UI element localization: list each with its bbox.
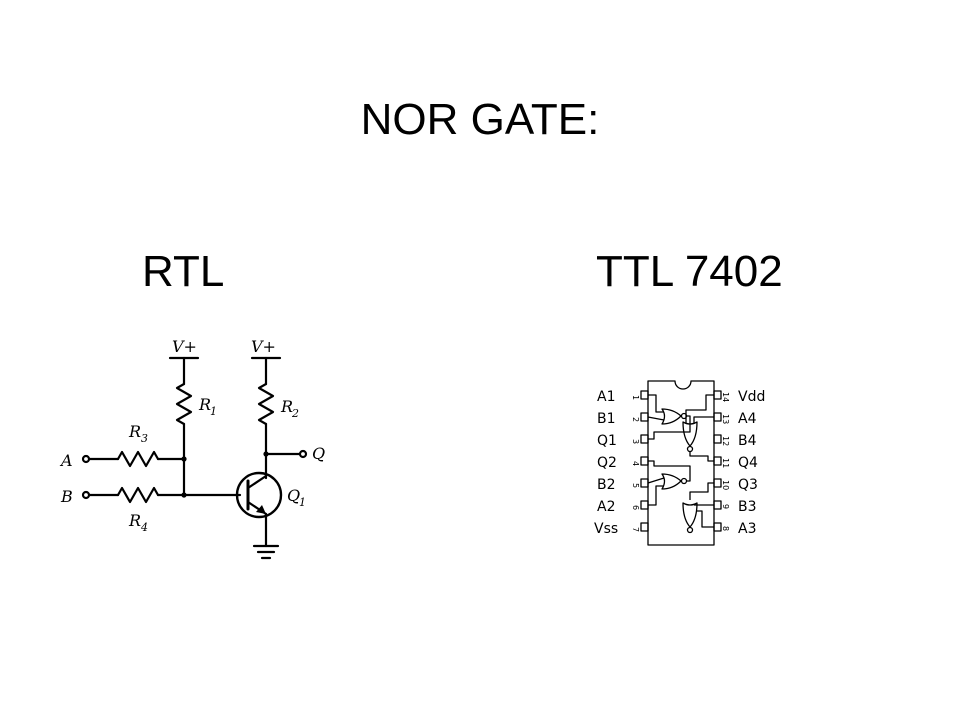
r1-resistor — [175, 382, 193, 426]
r2-label: R — [280, 397, 293, 416]
pin-number-3: 3 — [631, 439, 640, 444]
r3-label: R — [128, 422, 141, 441]
pin-label-q3: Q3 — [738, 477, 758, 493]
pin-number-5: 5 — [631, 483, 640, 488]
nor-gate-1 — [661, 408, 682, 425]
r2-subscript: 2 — [291, 407, 299, 420]
pin-label-a1: A1 — [597, 389, 615, 405]
output-q-terminal — [298, 449, 308, 459]
pin-number-14: 14 — [721, 392, 730, 402]
pin-label-b1: B1 — [597, 411, 616, 427]
r4-label: R — [128, 511, 141, 530]
ttl-7402-pinout: A1 B1 Q1 Q2 B2 A2 Vss Vdd A4 B4 Q4 Q3 B3… — [594, 380, 765, 546]
pin-number-1: 1 — [631, 395, 640, 400]
pin-number-11: 11 — [721, 458, 730, 468]
vplus-label-1: V+ — [172, 337, 197, 356]
r2-resistor — [257, 382, 275, 426]
page-title: NOR GATE: — [360, 95, 600, 144]
pin-number-9: 9 — [721, 504, 730, 509]
output-q-label: Q — [312, 444, 325, 463]
transistor-label: Q — [287, 486, 300, 505]
rtl-heading: RTL — [142, 247, 225, 296]
pin-label-a3: A3 — [738, 521, 756, 537]
pin-label-q1: Q1 — [597, 433, 617, 449]
pin-label-b4: B4 — [738, 433, 757, 449]
pin-number-13: 13 — [721, 414, 730, 424]
transistor-subscript: 1 — [299, 496, 306, 509]
rtl-schematic: V+ V+ R 1 R 2 R 3 R 4 A B Q Q 1 — [59, 337, 325, 560]
pin-label-a2: A2 — [597, 499, 615, 515]
r4-resistor — [116, 486, 160, 504]
pin-number-7: 7 — [631, 527, 640, 532]
pin-number-6: 6 — [631, 505, 640, 510]
r3-subscript: 3 — [141, 432, 148, 445]
input-b-label: B — [60, 487, 73, 506]
input-a-label: A — [59, 451, 73, 470]
pin-label-vss: Vss — [594, 521, 618, 537]
pin-number-2: 2 — [631, 417, 640, 422]
pin-number-8: 8 — [721, 526, 730, 531]
chip-body — [647, 380, 715, 546]
pin-label-vdd: Vdd — [738, 389, 765, 405]
pin-label-b2: B2 — [597, 477, 616, 493]
r3-resistor — [116, 450, 160, 468]
ttl-heading: TTL 7402 — [596, 247, 783, 296]
pin-number-12: 12 — [721, 436, 730, 446]
pin-label-a4: A4 — [738, 411, 757, 427]
vplus-label-2: V+ — [251, 337, 276, 356]
nor-gate-3 — [682, 502, 698, 528]
pin-label-q4: Q4 — [738, 455, 758, 471]
pin-label-q2: Q2 — [597, 455, 617, 471]
r1-subscript: 1 — [210, 405, 217, 418]
r1-label: R — [198, 395, 211, 414]
pin-number-10: 10 — [721, 480, 730, 490]
nor-gate-4 — [682, 421, 698, 447]
pin-label-b3: B3 — [738, 499, 757, 515]
r4-subscript: 4 — [140, 521, 148, 534]
transistor-q1 — [235, 471, 283, 519]
nor-gate-2 — [661, 473, 682, 490]
pin-number-4: 4 — [631, 461, 640, 466]
